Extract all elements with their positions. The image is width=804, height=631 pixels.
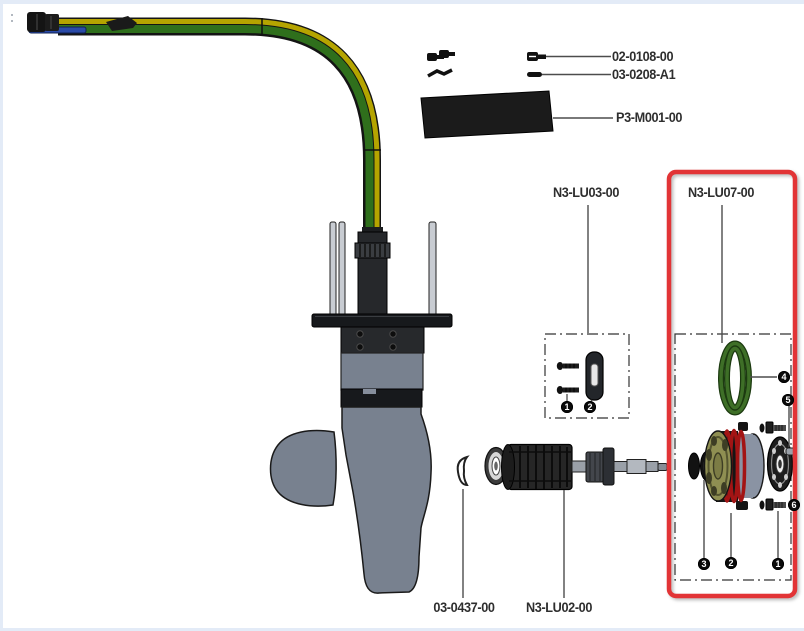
- callout-lu07-4: 4: [778, 371, 790, 383]
- nose-dome: [269, 429, 337, 507]
- callout-lu03-2: 2: [584, 401, 596, 413]
- callout-lu07-6: 6: [788, 499, 800, 511]
- callout-lu07-5: 5: [782, 394, 794, 406]
- callout-lu07-2: 2: [725, 557, 737, 569]
- upper-housing: [340, 352, 424, 391]
- label-cover: P3-M001-00: [616, 110, 683, 125]
- seal-band: [340, 388, 423, 408]
- plate-screw-bottom: [759, 498, 786, 511]
- rotor-shaft-assembly: [456, 443, 668, 491]
- rotor-shaft: [571, 447, 668, 486]
- cable-clip: [106, 16, 137, 31]
- power-cable: [27, 12, 381, 240]
- screw-set-icons: [427, 50, 546, 78]
- stator: [703, 422, 765, 510]
- kit-lu03: [544, 333, 630, 419]
- label-pin: 03-0208-A1: [612, 67, 676, 82]
- page-edge-top: [0, 0, 804, 4]
- o-rings-green: [718, 340, 752, 416]
- cable-stem: [354, 227, 391, 318]
- label-kit-lu03: N3-LU03-00: [552, 185, 620, 200]
- rotor: [501, 443, 573, 491]
- circlip: [456, 455, 470, 487]
- clamp-block: [340, 326, 425, 354]
- mounting-flange: [311, 313, 453, 328]
- page-edge-left: [0, 0, 3, 631]
- label-rotor: N3-LU02-00: [525, 600, 593, 615]
- screw-02-0108: [527, 52, 546, 61]
- callout-lu03-1: 1: [561, 401, 573, 413]
- lower-housing: [341, 406, 432, 594]
- lu03-anode: [585, 351, 604, 401]
- page-edge-bottom: [0, 628, 804, 631]
- callout-lu07-3: 3: [698, 558, 710, 570]
- screen-artifact-dots: [11, 14, 13, 16]
- cover-plate: [420, 90, 554, 139]
- label-kit-lu07: N3-LU07-00: [687, 185, 755, 200]
- plate-screw-top: [759, 421, 786, 434]
- pod-main-body: [269, 221, 453, 594]
- label-fastener: 02-0108-00: [612, 49, 674, 64]
- highlight-box-lu07: [666, 169, 798, 599]
- label-circlip: 03-0437-00: [433, 600, 495, 615]
- callout-lu07-1: 1: [772, 558, 784, 570]
- cable-connector: [27, 12, 87, 34]
- lu03-screw-2: [556, 386, 579, 394]
- lu03-screw-1: [556, 362, 579, 370]
- leader-lines: [462, 55, 795, 598]
- pin-03-0208: [527, 72, 542, 77]
- kit-lu07: [674, 333, 797, 581]
